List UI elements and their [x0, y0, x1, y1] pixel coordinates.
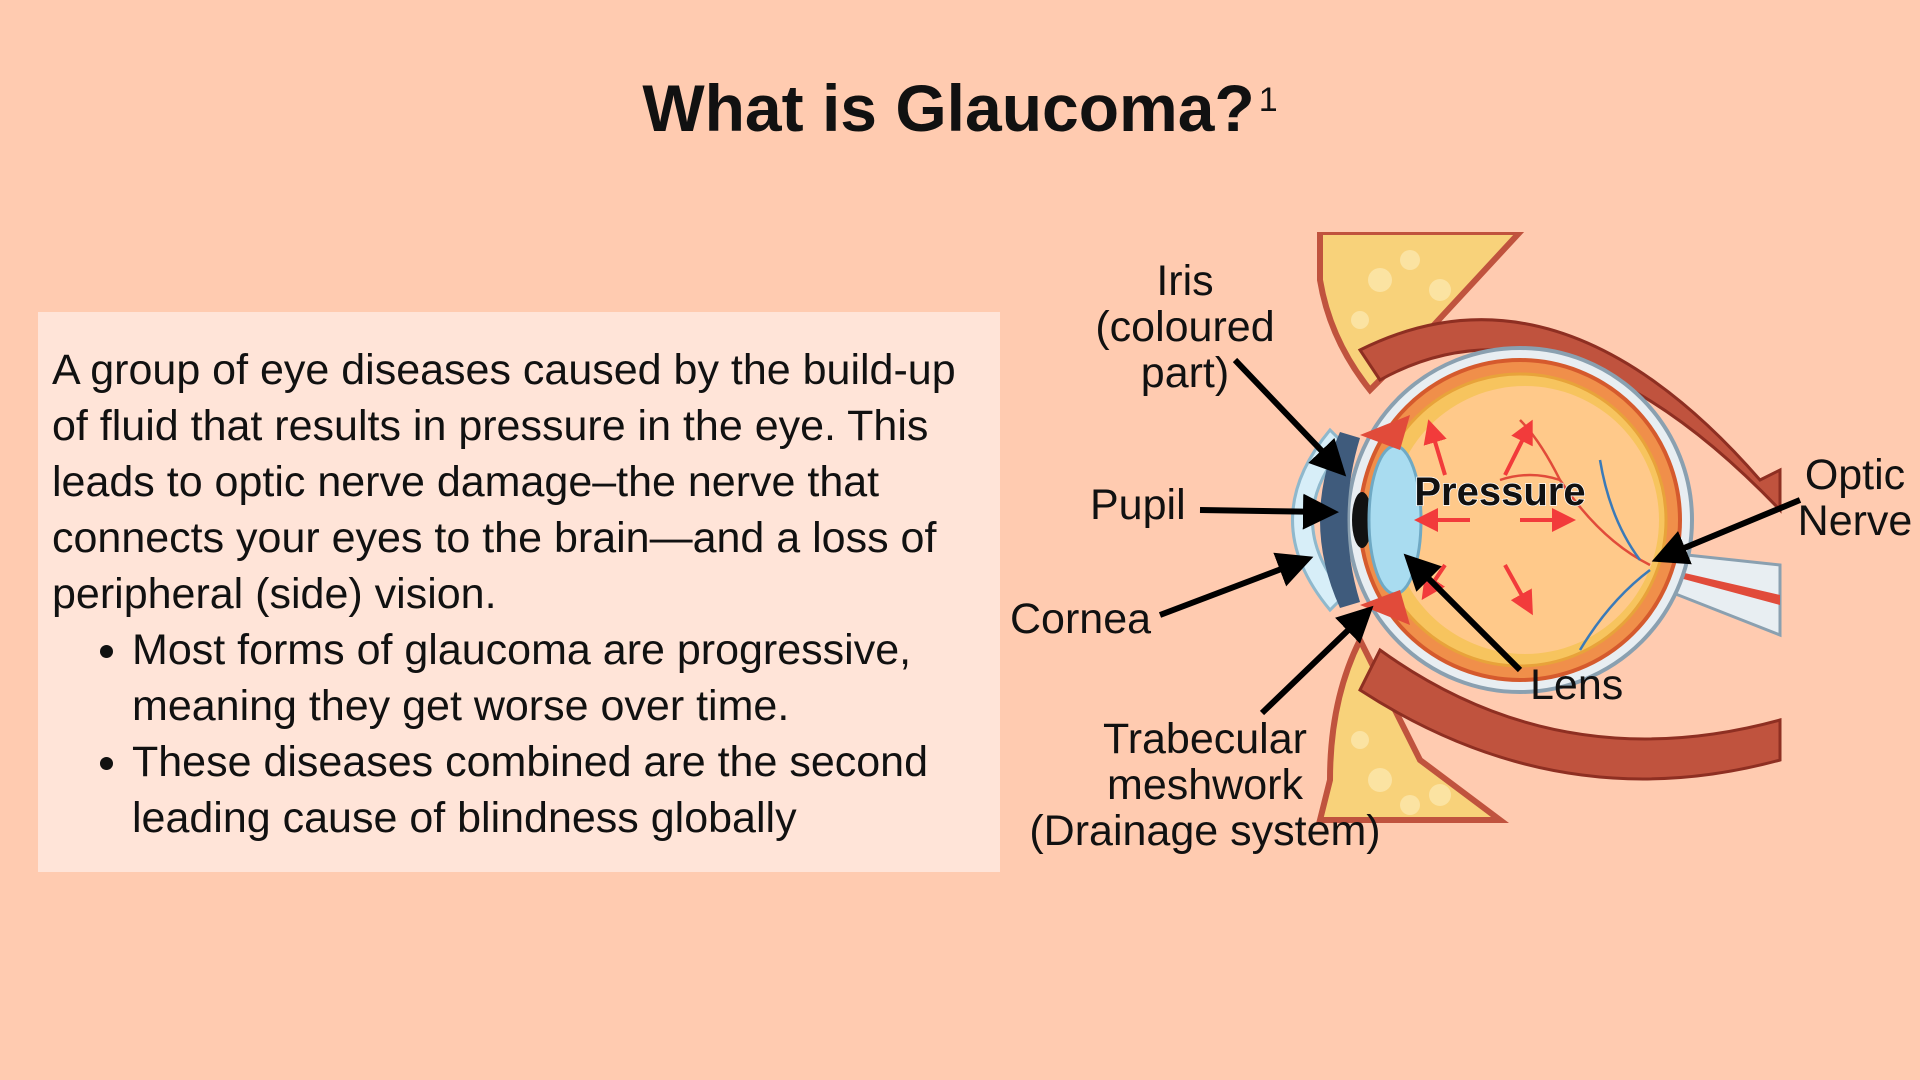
title-text: What is Glaucoma? [642, 71, 1255, 145]
label-cornea: Cornea [1010, 595, 1152, 643]
label-pointer-arrows [1158, 357, 1802, 716]
pressure-label: Pressure [1414, 470, 1585, 514]
lower-muscle [1358, 647, 1782, 781]
bullet-item: These diseases combined are the second l… [132, 734, 986, 846]
retinal-vessels [1499, 419, 1651, 651]
ciliary-body-lower [1360, 590, 1410, 625]
pressure-arrows [1414, 419, 1576, 616]
label-trabecular-meshwork: Trabecular meshwork (Drainage system) [1029, 715, 1381, 855]
label-lens: Lens [1530, 661, 1624, 709]
bullet-list: Most forms of glaucoma are progressive, … [52, 622, 986, 846]
label-pupil: Pupil [1090, 481, 1186, 529]
description-panel: A group of eye diseases caused by the bu… [38, 312, 1000, 872]
eye-cross-section-illustration: Pressure [1158, 232, 1802, 823]
label-iris: Iris (coloured part) [1095, 257, 1275, 397]
bullet-item: Most forms of glaucoma are progressive, … [132, 622, 986, 734]
title-footnote-marker: 1 [1258, 81, 1278, 119]
ciliary-body-upper [1360, 415, 1410, 450]
eye-diagram: Pressure Iris (coloured part) Pupil Corn… [1000, 220, 1920, 880]
label-optic-nerve: Optic Nerve [1797, 451, 1913, 545]
pupil [1352, 492, 1372, 548]
description-paragraph: A group of eye diseases caused by the bu… [52, 346, 956, 618]
page-title: What is Glaucoma?1 [0, 68, 1920, 148]
lens [1367, 444, 1423, 596]
